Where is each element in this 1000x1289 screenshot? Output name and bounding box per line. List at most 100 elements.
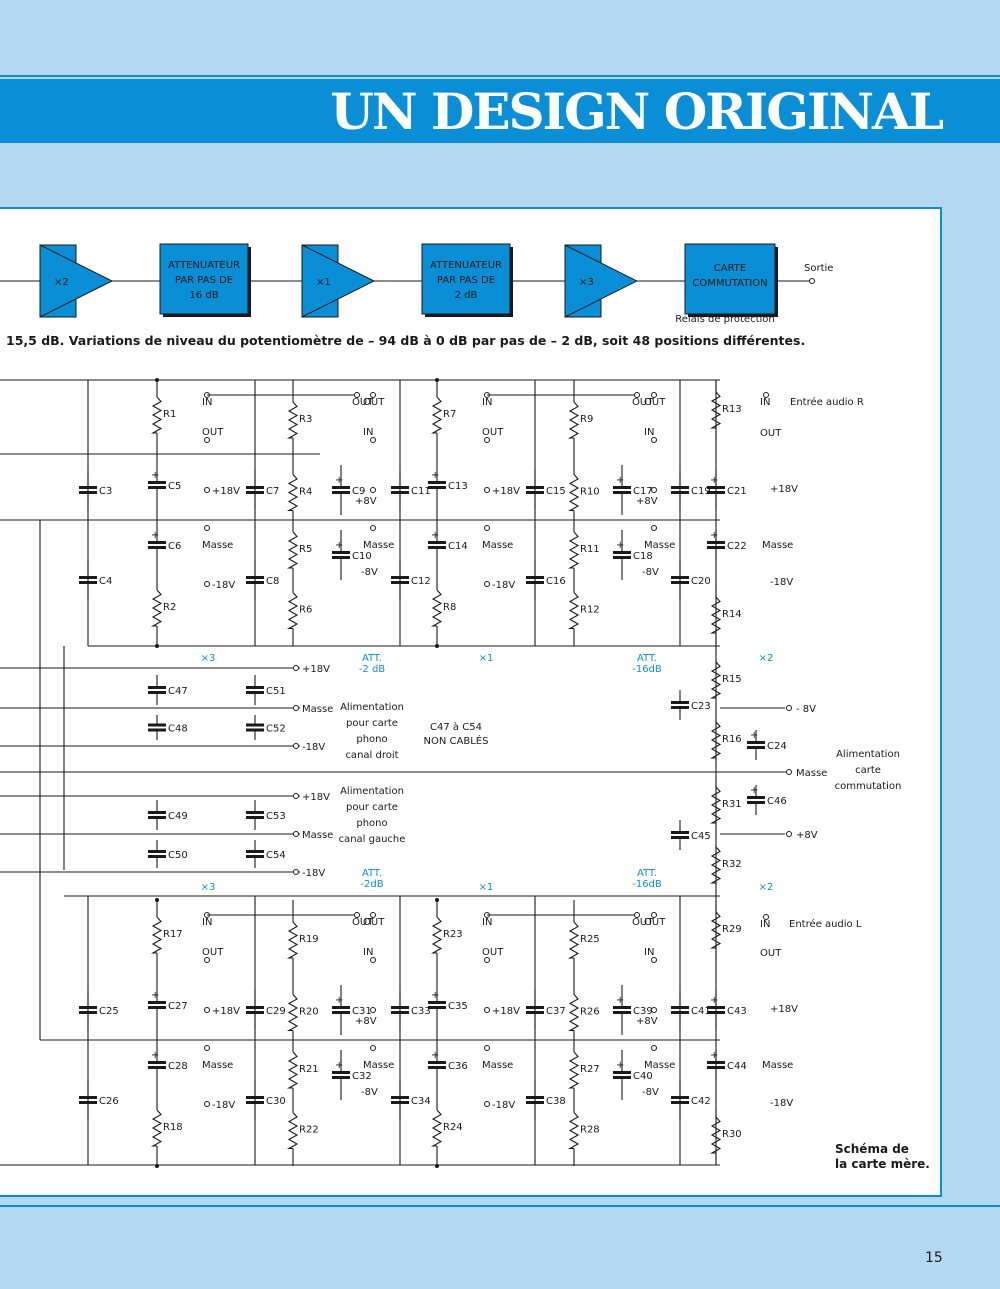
capacitor-plate-C20 <box>671 581 689 584</box>
capacitor-label-C47: C47 <box>168 686 188 697</box>
capacitor-label-C37: C37 <box>546 1006 566 1017</box>
resistor-R2 <box>150 589 163 627</box>
capacitor-plate-C28 <box>148 1066 166 1069</box>
capacitor-C5 <box>148 481 166 484</box>
in-label: IN <box>644 427 654 438</box>
capacitor-plate-C13 <box>428 486 446 489</box>
alim-gauche-3: canal gauche <box>339 834 406 845</box>
att2-box <box>421 243 511 315</box>
gain-x1: ×1 <box>479 653 494 664</box>
resistor-R20 <box>286 994 299 1032</box>
capacitor-plate-C30 <box>246 1101 264 1104</box>
capacitor-C36 <box>428 1061 446 1064</box>
terminal <box>370 957 376 963</box>
capacitor-C4 <box>79 576 97 579</box>
out-l: OUT <box>760 948 782 959</box>
capacitor-label-C46: C46 <box>767 796 787 807</box>
out-label2: OUT <box>482 427 504 438</box>
capacitor-C22 <box>707 541 725 544</box>
carte-box <box>684 243 776 315</box>
gain-x2: ×2 <box>759 653 774 664</box>
masse-label: Masse <box>482 540 513 551</box>
capacitor-label-C3: C3 <box>99 486 112 497</box>
capacitor-plate-C48 <box>148 728 166 732</box>
rail-label-m8: - 8V <box>796 704 816 715</box>
resistor-label-R19: R19 <box>299 934 319 945</box>
capacitor-plate-C25 <box>79 1011 97 1014</box>
polarity-mark: + <box>151 1050 159 1061</box>
capacitor-plate-C38 <box>526 1101 544 1104</box>
polarity-mark: + <box>710 995 718 1006</box>
capacitor-C35 <box>428 1001 446 1004</box>
alim-right-2: commutation <box>835 781 902 792</box>
capacitor-label-C45: C45 <box>691 831 711 842</box>
capacitor-label-C16: C16 <box>546 576 566 587</box>
capacitor-plate-C46 <box>747 801 765 804</box>
capacitor-C8 <box>246 576 264 579</box>
resistor-R25 <box>567 921 580 959</box>
banner-top-line <box>0 75 1000 77</box>
terminal <box>204 487 210 493</box>
m18-label: -18V <box>212 1100 235 1111</box>
capacitor-C45 <box>671 831 689 834</box>
capacitor-C21 <box>707 486 725 489</box>
capacitor-label-C6: C6 <box>168 541 181 552</box>
polarity-mark: + <box>431 990 439 1001</box>
masse-label: Masse <box>644 540 675 551</box>
capacitor-C17 <box>613 486 631 489</box>
att2-box-line0: ATTENUATEUR <box>430 260 502 271</box>
capacitor-plate-C53 <box>246 816 264 819</box>
out-label: OUT <box>632 397 654 408</box>
gain-x3-l: ×3 <box>201 882 216 893</box>
header-banner <box>0 79 1000 143</box>
capacitor-C26 <box>79 1096 97 1099</box>
resistor-R24 <box>430 1109 443 1147</box>
in-label: IN <box>202 917 212 928</box>
capacitor-C30 <box>246 1096 264 1099</box>
att1-box-line2: 16 dB <box>189 290 218 301</box>
capacitor-label-C10: C10 <box>352 551 372 562</box>
junction-dot <box>155 378 159 382</box>
capacitor-label-C35: C35 <box>448 1001 468 1012</box>
polarity-mark: + <box>335 475 343 486</box>
capacitor-label-C20: C20 <box>691 576 711 587</box>
in-l: IN <box>760 919 770 930</box>
junction-dot <box>435 378 439 382</box>
alim-right-1: carte <box>855 765 881 776</box>
capacitor-label-C34: C34 <box>411 1096 431 1107</box>
p8-label: +8V <box>636 1016 658 1027</box>
rail-masse: Masse <box>302 704 333 715</box>
resistor-R19 <box>286 921 299 959</box>
resistor-label-R10: R10 <box>580 487 600 498</box>
terminal <box>204 957 210 963</box>
capacitor-plate-C34 <box>391 1101 409 1104</box>
rail-p18b: +18V <box>302 792 330 803</box>
resistor-label-R17: R17 <box>163 929 183 940</box>
capacitor-plate-C35 <box>428 1006 446 1009</box>
gain-x2-l: ×2 <box>759 882 774 893</box>
masse-label: Masse <box>363 1060 394 1071</box>
capacitor-plate-C22 <box>707 546 725 549</box>
amp2-triangle-label: ×1 <box>316 277 331 288</box>
capacitor-plate-C14 <box>428 546 446 549</box>
capacitor-plate-C3 <box>79 491 97 494</box>
caption-top: 15,5 dB. Variations de niveau du potenti… <box>6 333 806 348</box>
polarity-mark: + <box>750 730 758 741</box>
capacitor-C34 <box>391 1096 409 1099</box>
capacitor-plate-C49 <box>148 816 166 819</box>
out-label2: OUT <box>202 427 224 438</box>
in-r: IN <box>760 397 770 408</box>
capacitor-plate-C50 <box>148 855 166 858</box>
att16db-1: -16dB <box>632 664 662 675</box>
capacitor-label-C15: C15 <box>546 486 566 497</box>
masse-r: Masse <box>762 540 793 551</box>
terminal <box>786 705 792 711</box>
masse-label: Masse <box>202 1060 233 1071</box>
m18-l: -18V <box>770 1098 793 1109</box>
amp1-triangle <box>39 244 114 318</box>
rail-label-p8: +8V <box>796 830 818 841</box>
resistor-R11 <box>567 531 580 569</box>
capacitor-C43 <box>707 1006 725 1009</box>
capacitor-label-C18: C18 <box>633 551 653 562</box>
